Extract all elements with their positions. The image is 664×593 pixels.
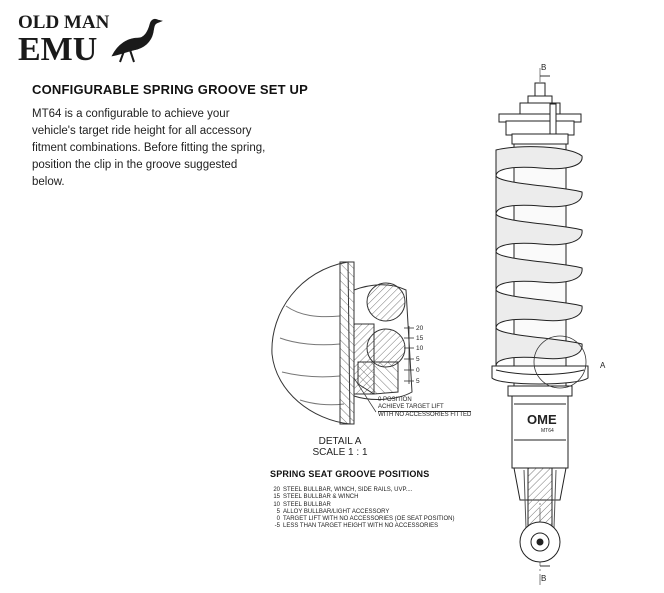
groove-scale-labels: 20 15 10 5 0 5 xyxy=(416,325,424,385)
page-title: CONFIGURABLE SPRING GROOVE SET UP xyxy=(32,82,309,97)
scale-tick-0: 0 xyxy=(416,367,420,374)
scale-tick-10: 10 xyxy=(416,345,424,352)
old-man-emu-logo: OLD MAN EMU xyxy=(18,12,163,68)
shock-brand-label: OME xyxy=(527,412,557,427)
scale-tick-minus-5: 5 xyxy=(416,378,420,385)
section-marker-bottom: B xyxy=(541,574,546,583)
detail-a-marker: A xyxy=(600,361,606,370)
detail-a-callout xyxy=(533,335,587,389)
zero-note-line-2: ACHIEVE TARGET LIFT xyxy=(378,404,444,410)
groove-scale xyxy=(404,326,414,384)
zero-position-note: 0 POSITION ACHIEVE TARGET LIFT WITH NO A… xyxy=(378,397,472,419)
detail-scale: SCALE 1 : 1 xyxy=(312,447,368,458)
emu-bird-icon xyxy=(111,18,163,63)
zero-note-line-3: WITH NO ACCESSORIES FITTED xyxy=(378,411,472,418)
scale-tick-20: 20 xyxy=(416,325,424,332)
coil-spring xyxy=(495,146,583,367)
scale-tick-15: 15 xyxy=(416,335,424,342)
logo-line-1: OLD MAN xyxy=(18,12,110,33)
section-marker-top: B xyxy=(541,63,546,72)
lower-eye xyxy=(513,467,567,563)
zero-note-line-1: 0 POSITION xyxy=(378,397,412,403)
top-mount xyxy=(498,82,582,145)
scale-tick-5: 5 xyxy=(416,356,420,363)
detail-title: DETAIL A xyxy=(318,436,362,447)
lower-spring-seat xyxy=(491,365,589,385)
detail-a-view xyxy=(271,261,413,425)
groove-positions-title: SPRING SEAT GROOVE POSITIONS xyxy=(270,469,430,479)
shock-model-label: MT64 xyxy=(541,428,554,434)
detail-caption: DETAIL A SCALE 1 : 1 xyxy=(305,436,375,458)
intro-paragraph: MT64 is a configurable to achieve your v… xyxy=(32,108,266,188)
logo-line-2: EMU xyxy=(18,31,97,68)
